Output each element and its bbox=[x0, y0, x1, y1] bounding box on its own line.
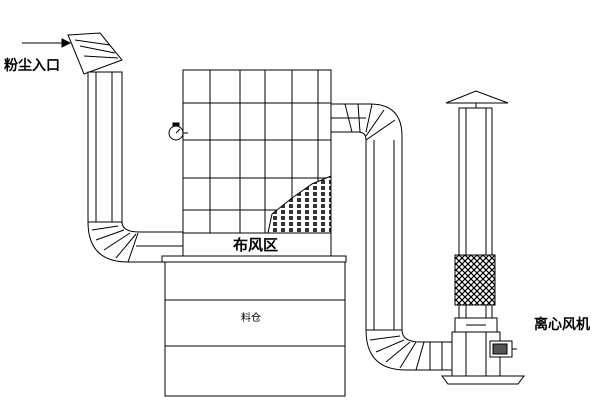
inlet-arrow-icon bbox=[22, 38, 72, 48]
exhaust-stack bbox=[445, 90, 509, 321]
material-bin bbox=[164, 261, 346, 397]
pressure-gauge-icon bbox=[168, 122, 188, 141]
fan-motor-icon bbox=[489, 340, 517, 358]
centrifugal-fan bbox=[441, 317, 525, 385]
centrifugal-fan-label: 离心风机 bbox=[534, 317, 590, 333]
inlet-duct bbox=[67, 32, 184, 263]
outlet-duct bbox=[330, 103, 456, 371]
material-bin-label: 料仓 bbox=[241, 313, 261, 324]
silencer-mesh bbox=[454, 254, 496, 306]
dust-inlet-label: 粉尘入口 bbox=[4, 58, 60, 74]
air-distribution-zone-label: 布风区 bbox=[233, 236, 279, 254]
air-distribution-zone bbox=[161, 232, 347, 263]
